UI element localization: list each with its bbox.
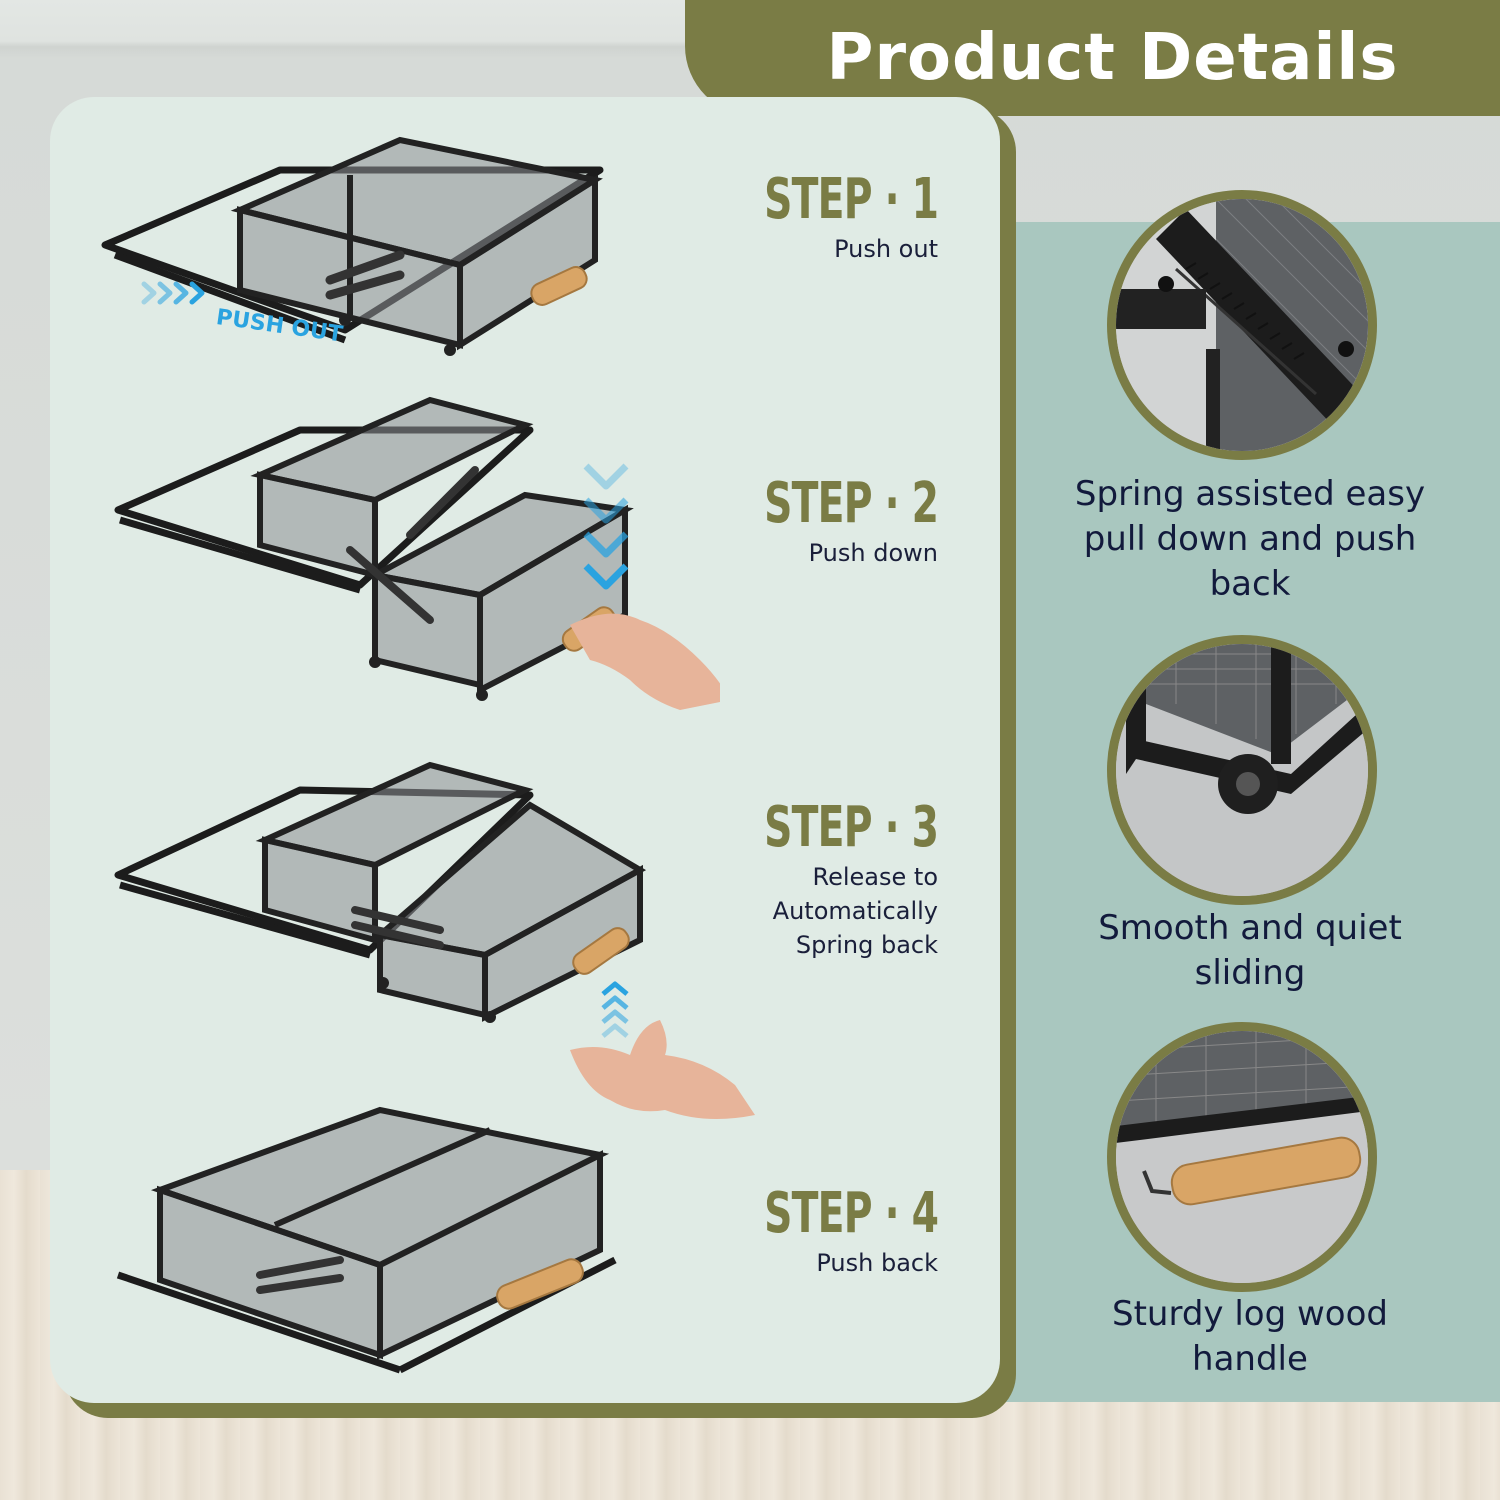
step-3-illustration [114, 761, 647, 1023]
step-3-description-line-2: Automatically [772, 897, 938, 925]
page-title: Product Details [826, 21, 1399, 95]
feature-1-label: Spring assisted easy pull down and push … [1010, 472, 1490, 607]
feature-2-line-1: Smooth and quiet [1098, 908, 1402, 948]
step-2-illustration [114, 396, 720, 710]
step-4-illustration [116, 1106, 617, 1374]
step-1: STEP · 1 Push out [715, 167, 939, 266]
feature-3-line-1: Sturdy log wood [1112, 1294, 1388, 1334]
feature-2-label: Smooth and quiet sliding [1010, 906, 1490, 996]
step-1-title: STEP · 1 [763, 167, 939, 232]
handle-closeup-icon [1107, 1022, 1377, 1292]
step-4: STEP · 4 Push back [715, 1181, 939, 1280]
feature-3-line-2: handle [1192, 1339, 1308, 1379]
feature-2-line-2: sliding [1194, 953, 1306, 993]
step-3-title: STEP · 3 [763, 795, 939, 860]
release-up-arrows-icon [601, 981, 629, 1038]
step-2: STEP · 2 Push down [715, 471, 939, 570]
step-4-description: Push back [816, 1249, 938, 1277]
step-3-description-line-1: Release to [812, 863, 939, 891]
step-2-title: STEP · 2 [763, 471, 939, 536]
step-3-description-line-3: Spring back [795, 931, 938, 959]
push-down-arrows-icon [583, 463, 629, 590]
step-3: STEP · 3 Release to Automatically Spring… [715, 795, 939, 962]
step-4-title: STEP · 4 [763, 1181, 939, 1246]
spring-closeup-icon [1107, 190, 1377, 460]
feature-1-line-1: Spring assisted easy [1074, 474, 1426, 514]
step-1-illustration [101, 136, 604, 356]
feature-3-label: Sturdy log wood handle [1010, 1292, 1490, 1382]
header-band [685, 0, 1500, 116]
feature-1-line-3: back [1209, 564, 1291, 604]
push-out-arrows-icon [141, 281, 205, 305]
wheel-closeup-icon [1107, 635, 1377, 905]
step-2-description: Push down [808, 539, 938, 567]
feature-1-line-2: pull down and push [1083, 519, 1417, 559]
hand-icon [570, 1020, 755, 1119]
step-1-description: Push out [834, 235, 938, 263]
